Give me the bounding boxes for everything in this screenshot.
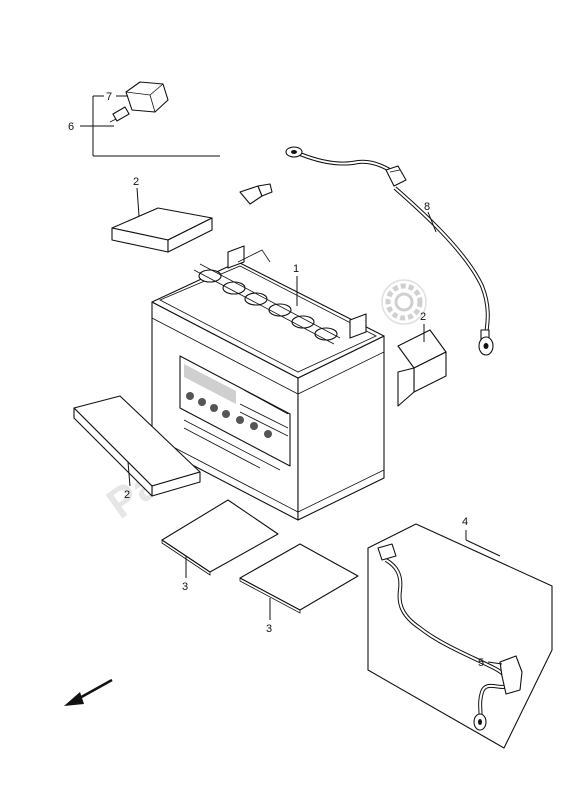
callout-2-left: 2 [124,489,130,501]
sensor-harness [109,67,273,205]
label-sheet-2 [239,543,359,614]
cushion-pad-left [73,395,201,497]
cable-kit-box [367,523,553,749]
callout-3-right: 3 [266,623,272,635]
callout-6: 6 [68,121,74,133]
callout-3-left: 3 [182,581,188,593]
arrow-icon [64,678,113,706]
ground-cable [285,146,494,356]
callout-2-right: 2 [420,311,426,323]
callout-2-top: 2 [133,176,139,188]
cushion-pad-right [397,329,447,407]
cushion-pad-top [111,207,213,253]
callout-5: 5 [478,657,484,669]
gear-icon [381,279,427,325]
label-sheet-1 [161,499,279,576]
callout-8: 8 [424,201,430,213]
callout-7: 7 [106,91,112,103]
battery [151,245,385,521]
callout-4: 4 [462,516,468,528]
callout-1: 1 [293,263,299,275]
